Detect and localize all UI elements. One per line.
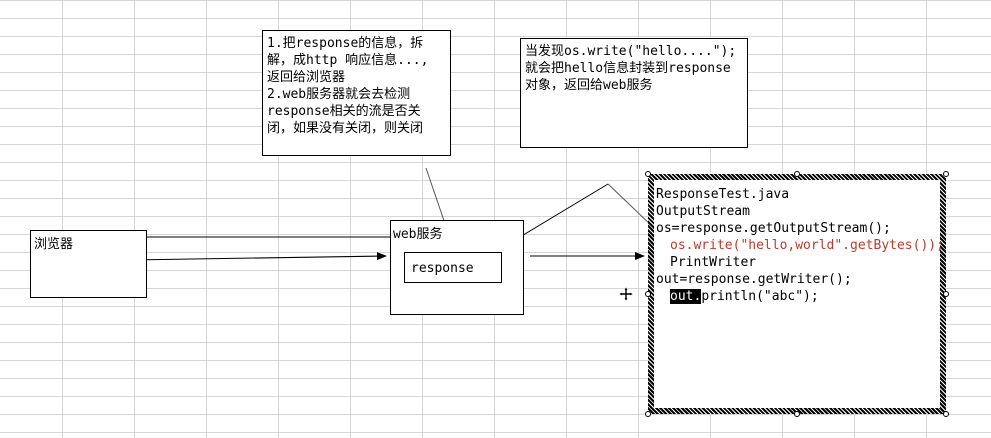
arrow-browser-to-server xyxy=(129,252,387,261)
move-cursor-icon xyxy=(618,286,634,302)
note2-line: 就会把hello信息封装到response xyxy=(525,61,731,76)
response-label: response xyxy=(411,261,474,276)
code-box[interactable]: ResponseTest.java OutputStream os=respon… xyxy=(648,174,946,414)
response-box: response xyxy=(404,252,502,283)
browser-box: 浏览器 xyxy=(30,230,147,298)
note-response-handling: 1.把response的信息，拆 解，成http 响应信息..., 返回给浏览器… xyxy=(262,30,451,156)
resize-handle[interactable] xyxy=(645,411,651,417)
note1-line: 解，成http 响应信息..., xyxy=(267,53,429,68)
note2-line: 对象，返回给web服务 xyxy=(525,78,653,93)
code-line: out=response.getWriter(); xyxy=(656,272,852,287)
code-line-rest: println("abc"); xyxy=(701,289,819,304)
note2-line: 当发现os.write("hello...."); xyxy=(525,44,737,59)
note1-line: 1.把response的信息，拆 xyxy=(267,36,424,51)
code-line: OutputStream xyxy=(656,204,750,219)
code-line: PrintWriter xyxy=(670,255,757,270)
web-server-label: web服务 xyxy=(393,227,443,242)
note1-line: 2.web服务器就会去检测 xyxy=(267,87,411,102)
note1-line: 闭，如果没有关闭，则关闭 xyxy=(267,121,424,136)
code-line: os.write("hello,world".getBytes()); xyxy=(670,238,944,253)
code-line: out.println("abc"); xyxy=(656,288,938,305)
resize-handle[interactable] xyxy=(943,291,949,297)
code-line: ResponseTest.java xyxy=(656,187,790,202)
resize-handle[interactable] xyxy=(645,291,651,297)
resize-handle[interactable] xyxy=(794,411,800,417)
note1-line: response相关的流是否关 xyxy=(267,104,421,119)
text-selection: out. xyxy=(670,289,702,304)
note-os-write: 当发现os.write("hello...."); 就会把hello信息封装到r… xyxy=(520,38,748,148)
code-line: os=response.getOutputStream(); xyxy=(656,221,891,236)
note1-line: 返回给浏览器 xyxy=(267,70,346,85)
resize-handle[interactable] xyxy=(645,171,651,177)
code-content: ResponseTest.java OutputStream os=respon… xyxy=(654,180,944,408)
browser-label: 浏览器 xyxy=(34,237,74,252)
callout-note2-to-code xyxy=(607,183,653,227)
resize-handle[interactable] xyxy=(794,171,800,177)
resize-handle[interactable] xyxy=(943,171,949,177)
resize-handle[interactable] xyxy=(943,411,949,417)
